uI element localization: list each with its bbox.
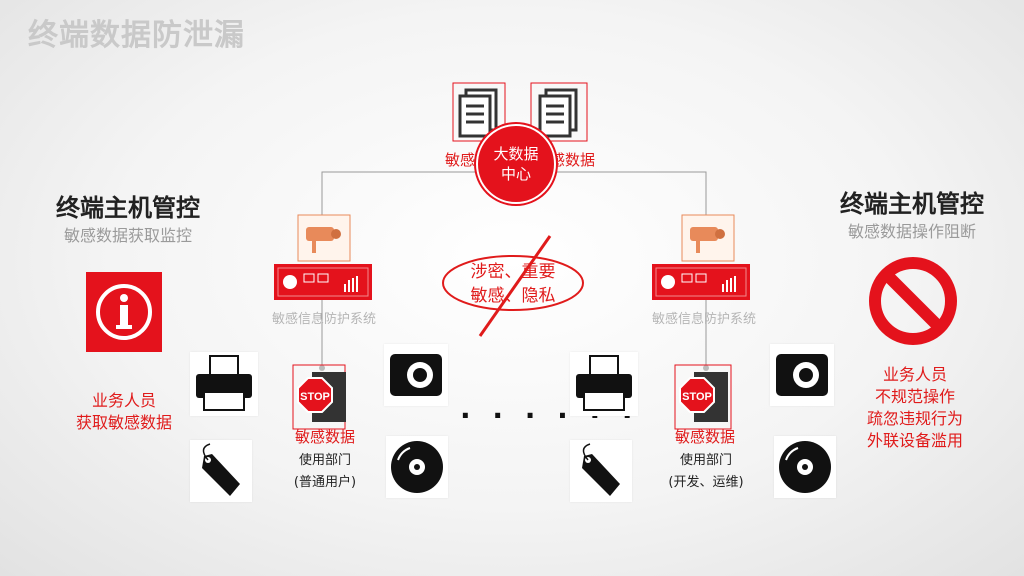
right-dept-line-2: (开发、运维) xyxy=(668,475,744,490)
stop-sign-icon: STOP xyxy=(674,364,736,434)
document-icon xyxy=(452,82,506,146)
tag-icon xyxy=(190,440,252,502)
document-icon xyxy=(530,82,588,146)
svg-text:STOP: STOP xyxy=(682,391,712,403)
warning-text: 涉密、重要 敏感、隐私 xyxy=(458,260,568,308)
right-system-label: 敏感信息防护系统 xyxy=(651,312,756,327)
firewall-icon xyxy=(274,264,372,304)
right-user-line-2: 不规范操作 xyxy=(874,387,955,406)
left-dept-text: 使用部门 (普通用户) xyxy=(270,450,380,494)
tag-icon xyxy=(570,440,632,502)
hub-label: 大数据中心 xyxy=(493,145,539,183)
no-entry-icon xyxy=(868,256,958,350)
left-stop-label: 敏感数据 xyxy=(294,428,355,446)
right-heading: 终端主机管控 xyxy=(840,190,984,218)
right-stop-label: 敏感数据 xyxy=(674,428,735,446)
left-dept-line-1: 使用部门 xyxy=(298,453,351,468)
right-dept-line-1: 使用部门 xyxy=(679,453,732,468)
right-user-line-4: 外联设备滥用 xyxy=(866,431,963,450)
left-system-label: 敏感信息防护系统 xyxy=(271,312,376,327)
left-user-line-1: 业务人员 xyxy=(91,391,156,410)
big-data-hub: 大数据中心 xyxy=(476,124,556,204)
left-user-text: 业务人员 获取敏感数据 xyxy=(54,390,194,434)
right-subheading: 敏感数据操作阻断 xyxy=(847,222,976,241)
printer-icon xyxy=(570,352,638,416)
webcam-icon xyxy=(680,213,736,267)
camera-icon xyxy=(770,344,834,406)
left-subheading: 敏感数据获取监控 xyxy=(63,226,192,245)
firewall-icon xyxy=(652,264,750,304)
page-title: 终端数据防泄漏 xyxy=(28,18,245,53)
left-user-line-2: 获取敏感数据 xyxy=(75,413,172,432)
webcam-icon xyxy=(296,213,352,267)
disc-icon xyxy=(774,436,836,498)
info-icon xyxy=(86,272,162,356)
stop-sign-icon: STOP xyxy=(292,364,354,434)
camera-icon xyxy=(384,344,448,406)
printer-icon xyxy=(190,352,258,416)
right-user-text: 业务人员 不规范操作 疏忽违规行为 外联设备滥用 xyxy=(840,364,990,452)
warning-oval xyxy=(442,235,584,337)
warning-line-2: 敏感、隐私 xyxy=(470,286,556,306)
warning-line-1: 涉密、重要 xyxy=(470,262,556,282)
right-user-line-1: 业务人员 xyxy=(882,365,947,384)
disc-icon xyxy=(386,436,448,498)
right-dept-text: 使用部门 (开发、运维) xyxy=(648,450,764,494)
left-dept-line-2: (普通用户) xyxy=(293,475,357,490)
left-heading: 终端主机管控 xyxy=(56,194,200,222)
right-user-line-3: 疏忽违规行为 xyxy=(866,409,963,428)
svg-text:STOP: STOP xyxy=(300,391,330,403)
